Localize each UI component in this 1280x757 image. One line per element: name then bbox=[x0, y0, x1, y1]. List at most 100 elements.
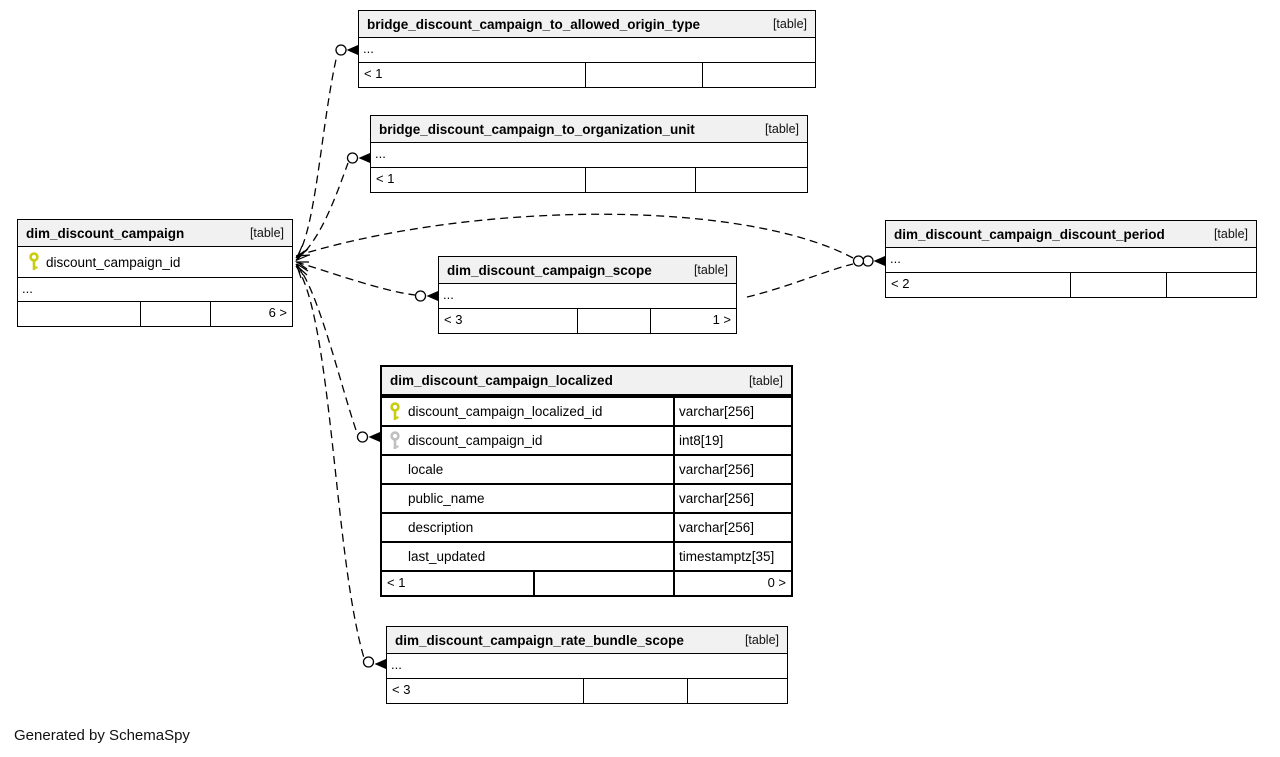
table-header[interactable]: bridge_discount_campaign_to_organization… bbox=[371, 116, 807, 143]
table-footer: < 2 bbox=[886, 272, 1256, 297]
parents-count: < 1 bbox=[371, 168, 586, 192]
column-row[interactable]: discount_campaign_id int8[19] bbox=[382, 425, 791, 454]
column-type: varchar[256] bbox=[673, 514, 791, 541]
edge-campaign-to-discount-period bbox=[295, 213, 854, 259]
table-footer: < 3 bbox=[387, 678, 787, 703]
footer-spacer bbox=[586, 168, 696, 192]
table-header[interactable]: bridge_discount_campaign_to_allowed_orig… bbox=[359, 11, 815, 38]
parents-count: < 3 bbox=[439, 309, 578, 333]
children-count: 0 > bbox=[767, 575, 786, 590]
edge-campaign-to-allowed-origin bbox=[295, 54, 338, 259]
column-type: varchar[256] bbox=[673, 398, 791, 425]
table-header[interactable]: dim_discount_campaign_localized [table] bbox=[382, 367, 791, 396]
column-row[interactable]: last_updated timestamptz[35] bbox=[382, 541, 791, 570]
children-count bbox=[696, 168, 807, 192]
column-name: public_name bbox=[408, 491, 485, 506]
column-name: description bbox=[408, 520, 474, 535]
edge-scope-to-discount-period bbox=[746, 263, 854, 298]
no-key-icon bbox=[382, 543, 408, 570]
table-name[interactable]: dim_discount_campaign bbox=[26, 225, 185, 241]
no-key-icon bbox=[382, 485, 408, 512]
parents-count: < 1 bbox=[359, 63, 586, 87]
table-header[interactable]: dim_discount_campaign_discount_period [t… bbox=[886, 221, 1256, 248]
edge-campaign-to-localized bbox=[295, 263, 358, 434]
table-dim-discount-campaign[interactable]: dim_discount_campaign [table] discount_c… bbox=[17, 219, 293, 327]
columns-ellipsis-row: ... bbox=[890, 251, 901, 266]
column-name: locale bbox=[408, 462, 444, 477]
table-badge: [table] bbox=[748, 373, 783, 388]
edge-campaign-to-organization-unit bbox=[295, 162, 349, 261]
footer-spacer bbox=[141, 302, 211, 326]
children-count: 1 > bbox=[712, 312, 731, 327]
parent-arrow-fan bbox=[295, 245, 311, 279]
edge-campaign-to-scope bbox=[295, 261, 416, 296]
child-marker-rate-bundle-scope bbox=[362, 656, 386, 669]
column-row[interactable]: discount_campaign_id bbox=[18, 247, 292, 277]
children-count bbox=[1167, 273, 1256, 297]
edge-campaign-to-rate-bundle-scope bbox=[295, 265, 365, 659]
table-dim-discount-campaign-rate-bundle-scope[interactable]: dim_discount_campaign_rate_bundle_scope … bbox=[386, 626, 788, 704]
table-name[interactable]: bridge_discount_campaign_to_organization… bbox=[379, 121, 695, 137]
parents-count bbox=[18, 302, 141, 326]
columns-ellipsis-row: ... bbox=[391, 657, 402, 672]
child-end-markers bbox=[335, 44, 885, 669]
table-name[interactable]: dim_discount_campaign_scope bbox=[447, 262, 652, 278]
table-header[interactable]: dim_discount_campaign_scope [table] bbox=[439, 257, 736, 284]
table-footer: < 1 bbox=[359, 62, 815, 87]
child-marker-organization-unit bbox=[346, 152, 370, 164]
child-marker-allowed-origin bbox=[335, 44, 358, 56]
foreign-key-icon bbox=[382, 427, 408, 454]
parents-count: < 3 bbox=[387, 679, 584, 703]
no-key-icon bbox=[382, 456, 408, 483]
table-badge: [table] bbox=[772, 17, 807, 31]
column-row[interactable]: description varchar[256] bbox=[382, 512, 791, 541]
columns-ellipsis-row: ... bbox=[363, 41, 374, 56]
generator-note: Generated by SchemaSpy bbox=[14, 727, 190, 744]
columns-ellipsis-row: ... bbox=[18, 277, 292, 301]
table-header[interactable]: dim_discount_campaign_rate_bundle_scope … bbox=[387, 627, 787, 654]
children-count: 6 > bbox=[268, 305, 287, 320]
column-row[interactable]: locale varchar[256] bbox=[382, 454, 791, 483]
table-name[interactable]: bridge_discount_campaign_to_allowed_orig… bbox=[367, 16, 701, 32]
parents-count: < 1 bbox=[382, 572, 535, 595]
primary-key-icon bbox=[382, 398, 408, 425]
child-marker-discount-period bbox=[852, 255, 885, 267]
table-footer: < 1 bbox=[371, 167, 807, 192]
table-dim-discount-campaign-scope[interactable]: dim_discount_campaign_scope [table] ... … bbox=[438, 256, 737, 334]
column-type: int8[19] bbox=[673, 427, 791, 454]
column-row[interactable]: discount_campaign_localized_id varchar[2… bbox=[382, 396, 791, 425]
column-name: discount_campaign_id bbox=[46, 254, 181, 270]
no-key-icon bbox=[382, 514, 408, 541]
table-footer: < 1 0 > bbox=[382, 570, 791, 595]
table-name[interactable]: dim_discount_campaign_localized bbox=[390, 373, 613, 388]
table-dim-discount-campaign-localized[interactable]: dim_discount_campaign_localized [table] … bbox=[380, 365, 793, 597]
child-marker-localized bbox=[356, 431, 380, 443]
column-type: varchar[256] bbox=[673, 485, 791, 512]
columns-ellipsis-row: ... bbox=[443, 287, 454, 302]
parents-count: < 2 bbox=[886, 273, 1071, 297]
column-row[interactable]: public_name varchar[256] bbox=[382, 483, 791, 512]
table-footer: 6 > bbox=[18, 301, 292, 326]
footer-spacer bbox=[586, 63, 703, 87]
column-name: discount_campaign_localized_id bbox=[408, 404, 603, 419]
table-name[interactable]: dim_discount_campaign_discount_period bbox=[894, 226, 1165, 242]
table-bridge-discount-campaign-to-organization-unit[interactable]: bridge_discount_campaign_to_organization… bbox=[370, 115, 808, 193]
column-name: last_updated bbox=[408, 549, 486, 564]
table-dim-discount-campaign-discount-period[interactable]: dim_discount_campaign_discount_period [t… bbox=[885, 220, 1257, 298]
column-name: discount_campaign_id bbox=[408, 433, 543, 448]
column-type: timestamptz[35] bbox=[673, 543, 791, 570]
columns-ellipsis-row: ... bbox=[375, 146, 386, 161]
column-type: varchar[256] bbox=[673, 456, 791, 483]
table-badge: [table] bbox=[249, 226, 284, 240]
footer-spacer bbox=[578, 309, 651, 333]
children-count bbox=[703, 63, 815, 87]
table-name[interactable]: dim_discount_campaign_rate_bundle_scope bbox=[395, 632, 684, 648]
table-badge: [table] bbox=[693, 263, 728, 277]
table-badge: [table] bbox=[1213, 227, 1248, 241]
footer-spacer bbox=[535, 572, 675, 595]
table-bridge-discount-campaign-to-allowed-origin-type[interactable]: bridge_discount_campaign_to_allowed_orig… bbox=[358, 10, 816, 88]
table-header[interactable]: dim_discount_campaign [table] bbox=[18, 220, 292, 247]
children-count bbox=[688, 679, 787, 703]
